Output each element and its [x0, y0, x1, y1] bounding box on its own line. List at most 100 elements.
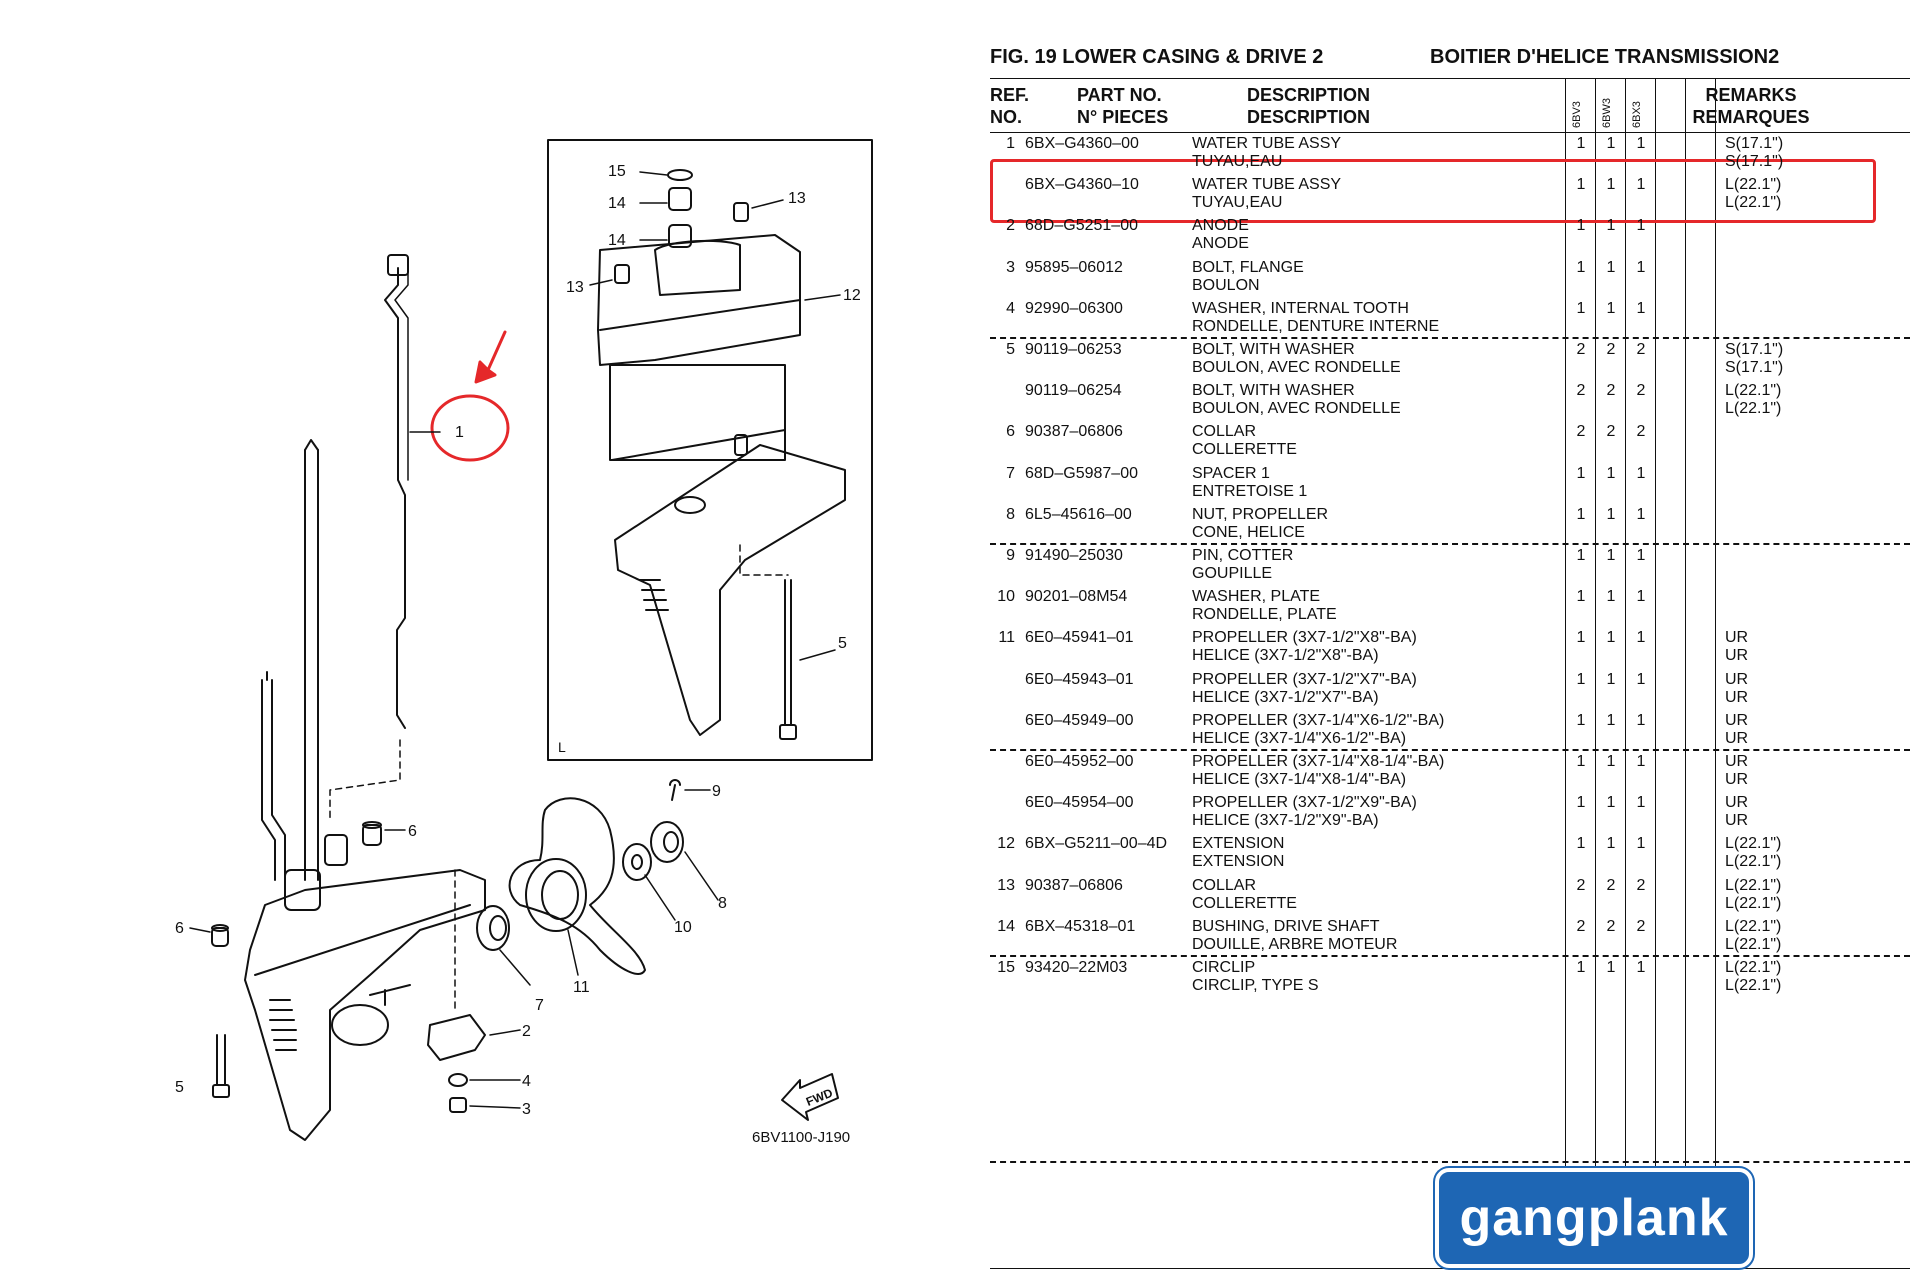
remark-fr: L(22.1") [1725, 977, 1782, 994]
part-no: 90201–08M54 [1025, 588, 1128, 606]
part-no: 6BX–G5211–00–4D [1025, 835, 1168, 853]
qty-6bx3: 2 [1636, 876, 1646, 894]
part-no: 90119–06254 [1025, 382, 1122, 400]
callout-7: 7 [535, 997, 544, 1014]
qty-6bv3: 1 [1576, 753, 1586, 770]
qty-6bw3: 1 [1606, 588, 1616, 606]
red-circle [430, 394, 510, 462]
description-en: WASHER, INTERNAL TOOTH [1192, 299, 1409, 317]
description-fr: GOUPILLE [1192, 565, 1273, 582]
callout-9: 9 [712, 783, 721, 800]
remark-fr: UR [1725, 688, 1749, 706]
ref-no: 10 [997, 588, 1015, 606]
qty-6bw3: 1 [1606, 217, 1616, 235]
callout-5-inset: 5 [838, 635, 847, 652]
description-en: NUT, PROPELLER [1192, 505, 1329, 523]
callout-15: 15 [608, 163, 626, 180]
remark-en: UR [1725, 753, 1749, 770]
qty-6bx3: 1 [1636, 711, 1646, 729]
header-bottom-rule [990, 132, 1910, 133]
qty-6bw3: 1 [1606, 299, 1616, 317]
description-fr: HELICE (3X7-1/2"X8"-BA) [1192, 647, 1379, 665]
remark-en: L(22.1") [1725, 835, 1782, 853]
qty-6bx3: 1 [1636, 835, 1646, 853]
propeller [508, 797, 646, 975]
description-en: PROPELLER (3X7-1/4"X6-1/2"-BA) [1192, 711, 1445, 729]
qty-6bv3: 2 [1576, 341, 1586, 358]
description-fr: ANODE [1192, 235, 1249, 253]
part-no: 68D–G5987–00 [1025, 464, 1138, 482]
qty-6bv3: 2 [1576, 382, 1586, 400]
part-no: 6BX–G4360–00 [1025, 135, 1139, 152]
qty-6bx3: 1 [1636, 547, 1646, 564]
qty-6bw3: 1 [1606, 670, 1616, 688]
collar-6-upper [362, 824, 382, 846]
remark-fr: L(22.1") [1725, 935, 1782, 953]
callout-13-right: 13 [788, 190, 806, 207]
collar-6-left [211, 927, 229, 947]
callout-14-upper: 14 [608, 195, 626, 212]
qty-6bw3: 1 [1606, 464, 1616, 482]
callout-8: 8 [718, 895, 727, 912]
red-arrow [474, 330, 507, 384]
qty-6bv3: 1 [1576, 505, 1586, 523]
qty-6bv3: 1 [1576, 711, 1586, 729]
description-en: PROPELLER (3X7-1/2"X9"-BA) [1192, 794, 1417, 812]
qty-6bw3: 2 [1606, 382, 1616, 400]
figure-title-fr: BOITIER D'HELICE TRANSMISSION2 [1430, 46, 1780, 68]
ref-no: 12 [997, 835, 1015, 853]
qty-6bv3: 1 [1576, 299, 1586, 317]
lower-casing [244, 869, 486, 1141]
ref-no: 13 [997, 876, 1015, 894]
remark-en: UR [1725, 629, 1749, 647]
description-en: WASHER, PLATE [1192, 588, 1321, 606]
description-en: BUSHING, DRIVE SHAFT [1192, 917, 1380, 935]
qty-6bv3: 2 [1576, 917, 1586, 935]
remark-fr: UR [1725, 771, 1749, 788]
part-no: 6L5–45616–00 [1025, 505, 1132, 523]
remark-en: L(22.1") [1725, 876, 1782, 894]
qty-6bx3: 2 [1636, 341, 1646, 358]
ref-no: 5 [1006, 341, 1015, 358]
part-no: 6E0–45952–00 [1025, 753, 1134, 770]
qty-6bv3: 2 [1576, 423, 1586, 441]
washer-10 [622, 843, 652, 881]
description-fr: CONE, HELICE [1192, 523, 1305, 541]
gangplank-logo: gangplank [1435, 1168, 1753, 1268]
qty-6bv3: 1 [1576, 794, 1586, 812]
inset-label: L [558, 739, 566, 755]
description-fr: BOULON, AVEC RONDELLE [1192, 400, 1401, 418]
description-fr: BOULON [1192, 276, 1260, 294]
qty-6bx3: 1 [1636, 258, 1646, 276]
ref-no: 11 [998, 629, 1015, 647]
callout-11: 11 [573, 979, 590, 996]
part-no: 6E0–45943–01 [1025, 670, 1134, 688]
bushing-14-lower [668, 224, 692, 248]
qty-6bw3: 1 [1606, 258, 1616, 276]
description-en: EXTENSION [1192, 835, 1285, 853]
remark-fr: L(22.1") [1725, 194, 1782, 212]
remark-en: L(22.1") [1725, 959, 1782, 976]
fwd-arrow [781, 1073, 839, 1121]
qty-6bw3: 1 [1606, 753, 1616, 770]
remark-en: UR [1725, 670, 1749, 688]
description-fr: COLLERETTE [1192, 894, 1297, 912]
description-fr: HELICE (3X7-1/2"X9"-BA) [1192, 812, 1379, 830]
qty-6bv3: 2 [1576, 876, 1586, 894]
callout-13-left: 13 [566, 279, 584, 296]
cotter-pin [669, 779, 681, 801]
remark-fr: L(22.1") [1725, 400, 1782, 418]
part-no: 68D–G5251–00 [1025, 217, 1138, 235]
description-fr: HELICE (3X7-1/4"X8-1/4"-BA) [1192, 771, 1407, 788]
remark-en: L(22.1") [1725, 176, 1782, 194]
description-fr: RONDELLE, PLATE [1192, 606, 1337, 624]
bolt-5-inset [784, 579, 792, 726]
qty-6bw3: 2 [1606, 876, 1616, 894]
qty-6bv3: 1 [1576, 670, 1586, 688]
description-fr: CIRCLIP, TYPE S [1192, 977, 1319, 994]
qty-6bw3: 1 [1606, 629, 1616, 647]
qty-6bw3: 2 [1606, 423, 1616, 441]
remark-fr: L(22.1") [1725, 894, 1782, 912]
